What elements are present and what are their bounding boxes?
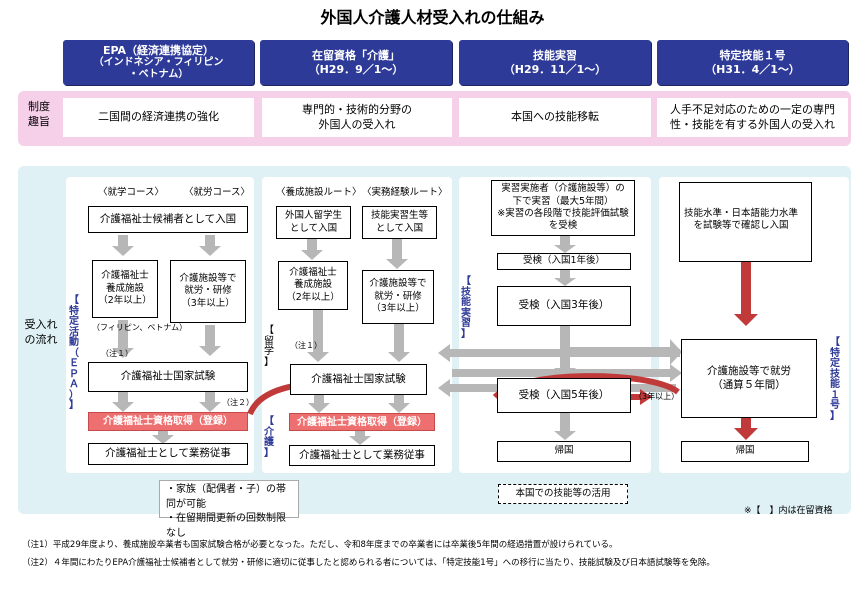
epa-entry-box: 介護福祉士候補者として入国 — [88, 206, 248, 233]
kaigo-study-tag: 【 留 学 】 — [264, 325, 274, 368]
epa-course-study: 〈就学コース〉 — [98, 187, 165, 198]
epa-qualify-box: 介護福祉士資格取得（登録） — [88, 412, 248, 431]
kaigo-school-box: 介護福祉士 養成施設 （2年以上） — [278, 261, 348, 310]
purpose-kaigo: 専門的・技術的分野の 外国人の受入れ — [262, 98, 452, 137]
kaigo-student-box: 外国人留学生 として入国 — [276, 206, 351, 239]
kaigo-trainee-box: 技能実習生等 として入国 — [362, 206, 437, 239]
tokutei-status-tag: 【 特 定 技 能 １ 号 】 — [830, 337, 840, 422]
epa-status-tag: 【 特 定 活 動 （ Ｅ Ｐ Ａ ） 】 — [69, 295, 79, 411]
jisshu-test3-box: 受検（入国3年後） — [497, 286, 631, 326]
column-header-kaigo: 在留資格「介護」 （H29．9／1〜） — [260, 40, 452, 85]
column-header-tokutei-date: （H31．4／1〜） — [705, 62, 800, 76]
epa-facility-box: 介護施設等で 就労・研修 （3年以上） — [170, 260, 246, 323]
column-header-epa: EPA（経済連携協定） （インドネシア・フィリピン ・ベトナム） — [63, 40, 254, 85]
jisshu-home-use-box: 本国での技能等の活用 — [498, 484, 628, 504]
purpose-epa: 二国間の経済連携の強化 — [63, 98, 254, 137]
tokutei-work-box: 介護施設等で就労 （通算５年間） — [681, 339, 817, 418]
kaigo-work-box: 介護福祉士として業務従事 — [289, 445, 435, 466]
footnote-1: （注1）平成29年度より、養成施設卒業者も国家試験合格が必要となった。ただし、令… — [22, 540, 618, 550]
jisshu-test5-box: 受検（入国5年後） — [497, 378, 631, 413]
flow-label: 受入れ の流れ — [24, 318, 58, 346]
kaigo-exam-box: 介護福祉士国家試験 — [290, 364, 427, 395]
tokutei-entry-box: 技能水準・日本語能力水準 を試験等で確認し入国 — [679, 182, 812, 262]
jisshu-return-box: 帰国 — [497, 441, 631, 462]
epa-exam-box: 介護福祉士国家試験 — [88, 362, 248, 392]
kaigo-facility-box: 介護施設等で 就労・研修 （3年以上） — [362, 270, 434, 324]
epa-school-box: 介護福祉士 養成施設 （2年以上） — [92, 260, 158, 318]
purpose-label: 制度 趣旨 — [28, 100, 50, 128]
column-header-tokutei-title: 特定技能１号 — [719, 49, 786, 63]
status-legend: ※【 】内は在留資格 — [744, 506, 833, 516]
column-header-tokutei: 特定技能１号 （H31．4／1〜） — [657, 40, 848, 85]
kaigo-route-work: 〈実務経験ルート〉 — [362, 187, 448, 198]
jisshu-test1-box: 受検（入国1年後） — [497, 253, 631, 270]
tokutei-three-years: （3年以上） — [634, 392, 680, 401]
tokutei-return-box: 帰国 — [681, 441, 809, 462]
column-header-kaigo-title: 在留資格「介護」 — [312, 49, 400, 63]
column-header-jisshu-title: 技能実習 — [533, 49, 577, 63]
column-header-kaigo-date: （H29．9／1〜） — [308, 62, 404, 76]
kaigo-route-school: 〈養成施設ルート〉 — [276, 187, 362, 198]
epa-work-box: 介護福祉士として業務従事 — [88, 443, 248, 465]
family-note-box: ・家族（配偶者・子）の帯同が可能 ・在留期間更新の回数制限なし — [159, 480, 299, 539]
kaigo-status-tag: 【 介 護 】 — [264, 416, 274, 459]
column-header-jisshu-date: （H29．11／1〜） — [503, 62, 607, 76]
epa-note2: （注２） — [222, 398, 254, 407]
column-header-epa-title: EPA（経済連携協定） — [102, 43, 215, 57]
purpose-tokutei: 人手不足対応のための一定の専門 性・技能を有する外国人の受入れ — [657, 98, 848, 137]
epa-countries-note: （フィリピン、ベトナム） — [92, 323, 188, 332]
column-header-jisshu: 技能実習 （H29．11／1〜） — [459, 40, 651, 85]
column-header-epa-sub: （インドネシア・フィリピン ・ベトナム） — [93, 57, 224, 81]
jisshu-intro-box: 実習実施者（介護施設等）の 下で実習（最大5年間） ※実習の各段階で技能評価試験… — [491, 180, 635, 236]
epa-note1: （注１） — [101, 349, 133, 358]
epa-course-work: 〈就労コース〉 — [184, 187, 251, 198]
kaigo-qualify-box: 介護福祉士資格取得（登録） — [289, 413, 435, 431]
kaigo-note1: （注１） — [290, 341, 322, 350]
jisshu-status-tag: 【 技 能 実 習 】 — [461, 276, 471, 340]
purpose-jisshu: 本国への技能移転 — [459, 98, 651, 137]
page-title: 外国人介護人材受入れの仕組み — [320, 8, 545, 27]
footnote-2: （注2）４年間にわたりEPA介護福祉士候補者として就労・研修に適切に従事したと認… — [22, 558, 715, 568]
